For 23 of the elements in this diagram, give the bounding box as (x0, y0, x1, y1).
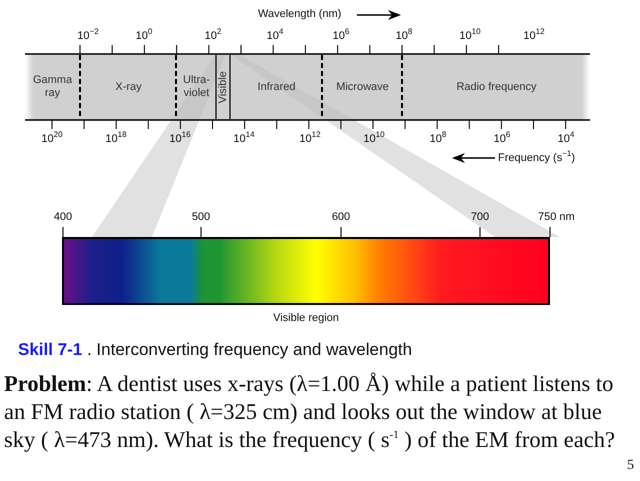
band-label: Microwave (336, 80, 389, 94)
tick-label: 10$^{14}$ (232, 134, 256, 145)
axis-title: Wavelength (nm) (258, 9, 342, 20)
band-label: Radio frequency (456, 80, 537, 94)
tick-label: 400 (52, 212, 74, 223)
band-label: Infrared (258, 80, 296, 94)
region-caption: Visible region (272, 313, 340, 324)
band-label: Visible (217, 70, 230, 104)
slide-heading: Skill 7-1 . Interconverting frequency and wavelength (18, 340, 412, 360)
page-number: 5 (627, 459, 634, 473)
tick-label: 10$^{4}$ (266, 31, 284, 42)
visible-spectrum-bar (62, 237, 550, 305)
band-label: Gamma ray (32, 74, 74, 100)
tick-label: 10$^{16}$ (168, 134, 192, 145)
problem-text: Problem: A dentist uses x-rays (λ=1.00 Å) while a patient listens to an FM radio station ( λ=325 cm) and looks out the window at blue sky ( λ=473 nm). What is the frequency ( s$^{-1}$ ) of the EM from each? (4, 370, 616, 454)
axis-title: Frequency (s$^{−1}$) (498, 153, 575, 164)
band-label: Ultra-violet (182, 74, 211, 100)
band-label: X-ray (115, 80, 142, 94)
tick-label: 750 nm (538, 212, 575, 223)
tick-label: 600 (330, 212, 352, 223)
tick-label: 500 (190, 212, 212, 223)
tick-label: 10$^{4}$ (556, 134, 576, 145)
tick-label: 700 (470, 212, 490, 223)
